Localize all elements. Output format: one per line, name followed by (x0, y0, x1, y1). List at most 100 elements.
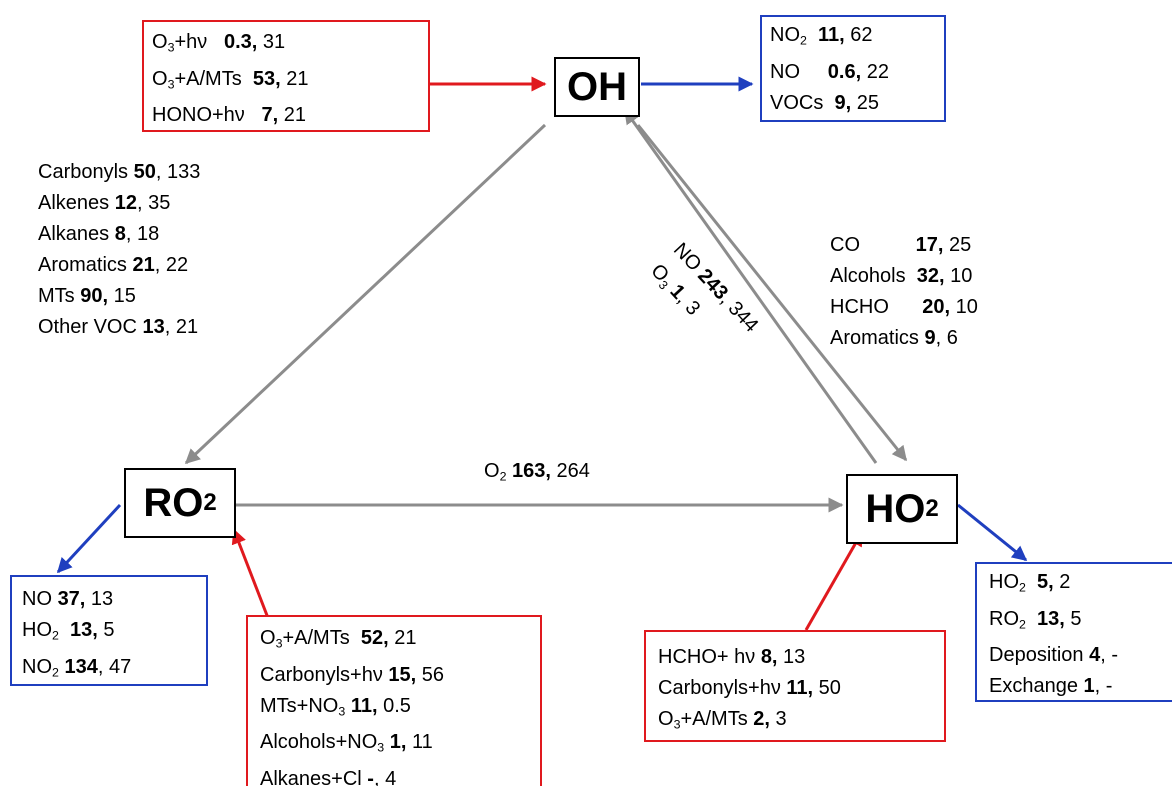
spacer (889, 296, 922, 318)
rate-rest: 25 (943, 234, 972, 256)
rate-bold: 2, (753, 708, 770, 730)
species: MTs+NO (260, 694, 339, 717)
rate-rest: 56 (416, 663, 445, 686)
rate-rest: 62 (844, 24, 873, 46)
ho2-node-subscript: 2 (925, 495, 939, 522)
species: NO (770, 24, 800, 46)
rate-rest: 25 (851, 91, 879, 114)
rate-rest: , 6 (935, 327, 958, 349)
rate-bold: 32, (916, 265, 945, 287)
oh-sinks-line: NO2 11, 62 (770, 20, 944, 57)
rate-rest: , 133 (155, 161, 201, 183)
ro2-sinks-line: HO2 13, 5 (22, 615, 206, 652)
species: Carbonyls+hν (260, 663, 383, 686)
species: HO (989, 571, 1019, 593)
rate-bold: 52, (360, 627, 389, 649)
species: Alkanes (38, 223, 110, 245)
subscript: 2 (499, 469, 507, 484)
rate-bold: - (367, 768, 374, 786)
species: RO (989, 607, 1019, 630)
subscript: 3 (338, 704, 346, 719)
rate-bold: 90, (80, 285, 109, 307)
species-suffix: +A/MTs (174, 67, 242, 90)
rate-rest: , 22 (154, 254, 189, 276)
species: O (484, 460, 500, 482)
species: VOCs (770, 91, 824, 114)
rate-rest: 3 (769, 708, 787, 730)
arrow-ro2-to-ro2-sinks (56, 503, 122, 574)
rate-rest: 21 (278, 104, 306, 127)
species: O (260, 627, 276, 649)
rate-rest: 21 (388, 627, 417, 649)
arrow-ho2-to-ho2-sinks (957, 503, 1028, 562)
ho2-sources-line: Carbonyls+hν 11, 50 (658, 673, 944, 704)
species: Alkanes+Cl (260, 768, 362, 786)
oh-node-label: OH (567, 64, 627, 109)
rate-bold: 8, (760, 646, 778, 668)
rate-rest: 31 (257, 31, 286, 53)
ho2-sinks-line: Deposition 4, - (989, 640, 1172, 671)
ho2-sinks-line: Exchange 1, - (989, 671, 1172, 702)
oh-sources-line: HONO+hν 7, 21 (152, 100, 428, 131)
subscript: 3 (167, 77, 175, 92)
subscript: 2 (800, 33, 807, 48)
ro2-sources-line: O3+A/MTs 52, 21 (260, 623, 540, 660)
species: Alkenes (38, 192, 110, 214)
species: NO (770, 60, 800, 83)
species: Carbonyls (38, 161, 129, 183)
arrow-oh-to-ro2 (184, 123, 547, 465)
arrow-ro2-sources-to-ro2 (231, 528, 270, 619)
oh-to-ro2-line: Alkanes 8, 18 (38, 219, 200, 250)
subscript: 2 (52, 665, 59, 680)
species: Other VOC (38, 316, 137, 338)
ro2-sinks-line: NO 37, 13 (22, 584, 206, 615)
oh-to-ro2-line: Alkenes 12, 35 (38, 188, 200, 219)
oh-to-ro2-line: Aromatics 21, 22 (38, 250, 200, 281)
spacer (807, 24, 818, 46)
rate-bold: 1 (1083, 675, 1095, 698)
subscript: 2 (52, 628, 59, 643)
oh-sources-line: O3+hν 0.3, 31 (152, 27, 428, 64)
ho2-sources-line: O3+A/MTs 2, 3 (658, 704, 944, 741)
rate-rest: 5 (97, 619, 115, 641)
arrow-oh-to-ho2 (636, 124, 908, 462)
subscript: 2 (1019, 580, 1026, 595)
oh-to-ro2-line: Carbonyls 50, 133 (38, 157, 200, 188)
species-suffix: +hν (174, 31, 208, 53)
spacer (1026, 571, 1037, 593)
ro2-sinks-line: NO2 134, 47 (22, 652, 206, 689)
species: Carbonyls+hν (658, 677, 781, 699)
oh-to-ho2-line: Aromatics 9, 6 (830, 323, 978, 354)
oh-node: OH (554, 57, 640, 117)
oh-to-ro2-line: Other VOC 13, 21 (38, 312, 200, 343)
species: O (658, 708, 674, 730)
species-suffix: +A/MTs (282, 627, 350, 649)
rate-bold: 9 (924, 327, 936, 349)
spacer (207, 31, 224, 53)
rate-bold: 1, (389, 731, 407, 754)
rate-bold: 0.6, (827, 60, 862, 83)
species: Deposition (989, 644, 1084, 667)
ro2-sources-line: MTs+NO3 11, 0.5 (260, 691, 540, 728)
ho2-sinks-line: RO2 13, 5 (989, 604, 1172, 641)
ro2-sources-line: Carbonyls+hν 15, 56 (260, 660, 540, 691)
rate-bold: 13, (1037, 607, 1065, 630)
rate-bold: 9, (834, 91, 852, 114)
rate-rest: 10 (944, 265, 973, 287)
ho2-sources-line: HCHO+ hν 8, 13 (658, 642, 944, 673)
rate-bold: 8 (114, 223, 126, 245)
rate-bold: 4 (1089, 644, 1101, 667)
ro2-sources-line: Alcohols+NO3 1, 11 (260, 727, 540, 764)
species: HCHO (830, 296, 889, 318)
rate-rest: 2 (1053, 571, 1071, 593)
rate-bold: 11, (786, 677, 814, 699)
subscript: 3 (673, 717, 681, 732)
species: HONO+hν (152, 104, 245, 127)
spacer (59, 619, 70, 641)
species: CO (830, 234, 860, 256)
